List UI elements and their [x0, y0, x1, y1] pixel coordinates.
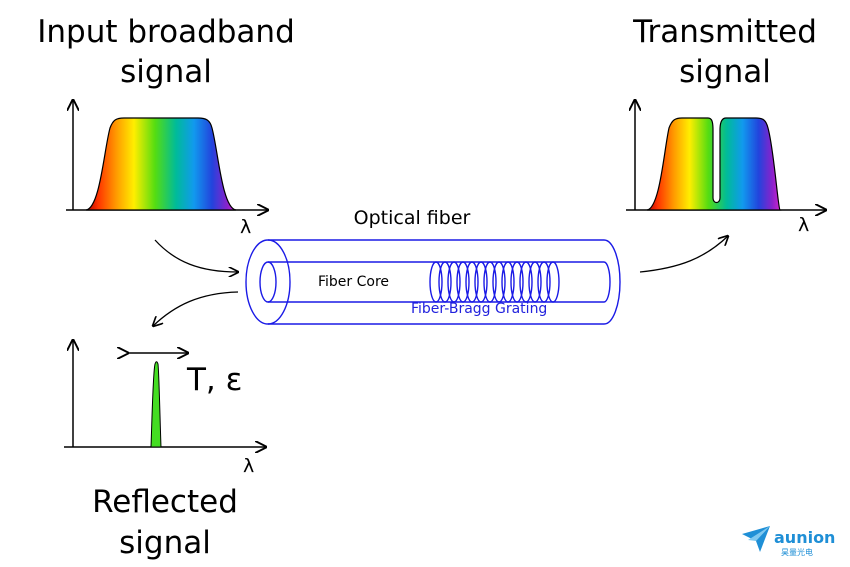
aunion-logo-text: aunion — [774, 528, 835, 547]
optical-fiber — [245, 239, 621, 325]
transmitted-lambda-label: λ — [798, 214, 809, 236]
input-spectrum-shape — [85, 117, 237, 211]
input-title-line2: signal — [120, 54, 212, 90]
fiber-cladding-end — [245, 239, 291, 325]
reflected-title-line1: Reflected — [92, 484, 238, 520]
fiber-to-transmitted-arrow — [639, 236, 728, 273]
input-to-fiber-arrow — [154, 239, 238, 272]
transmitted-spectrum-plot: λ — [626, 100, 826, 236]
transmitted-spectrum-shape — [646, 117, 782, 211]
reflected-peak — [150, 361, 162, 448]
input-spectrum-plot: λ — [66, 100, 268, 238]
aunion-logo: aunion 昊量光电 — [742, 526, 835, 557]
optical-fiber-label: Optical fiber — [354, 207, 471, 229]
transmitted-title-line1: Transmitted — [632, 14, 817, 50]
aunion-logo-subtext: 昊量光电 — [781, 547, 813, 557]
reflected-lambda-label: λ — [243, 455, 254, 477]
fiber-cladding — [268, 239, 621, 325]
fiber-bragg-grating-label: Fiber-Bragg Grating — [411, 301, 547, 317]
transmitted-title-line2: signal — [679, 54, 771, 90]
bragg-grating-rings — [429, 261, 560, 303]
fiber-core-outline — [268, 261, 611, 303]
fiber-core-label: Fiber Core — [318, 274, 389, 290]
input-title-line1: Input broadband — [37, 14, 295, 50]
reflected-spectrum-plot: T, ε λ — [64, 340, 266, 477]
input-lambda-label: λ — [240, 216, 251, 238]
reflected-title-line2: signal — [119, 525, 211, 561]
fiber-core-end — [259, 261, 277, 303]
fiber-to-reflected-arrow — [153, 291, 239, 326]
t-epsilon-label: T, ε — [186, 362, 242, 398]
